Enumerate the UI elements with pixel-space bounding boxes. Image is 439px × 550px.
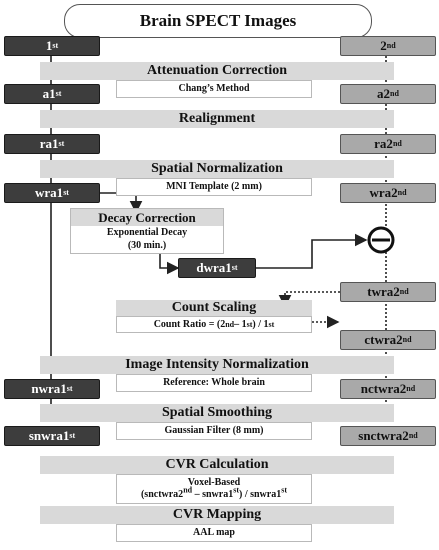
step-intensity-normalization: Image Intensity Normalization (40, 356, 394, 374)
step-decay-correction: Decay Correction Exponential Decay (30 m… (70, 208, 224, 254)
page-title: Brain SPECT Images (139, 11, 297, 30)
step-realignment: Realignment (40, 110, 394, 128)
intensity-normalization-detail: Reference: Whole brain (116, 374, 312, 392)
decay-detail-2: (30 min.) (127, 240, 167, 251)
spatial-normalization-detail: MNI Template (2 mm) (116, 178, 312, 196)
step-cvr-mapping: CVR Mapping (40, 506, 394, 524)
step-spatial-smoothing: Spatial Smoothing (40, 404, 394, 422)
smoothing-detail: Gaussian Filter (8 mm) (116, 422, 312, 440)
cvr-calculation-detail: Voxel-Based (snctwra2nd – snwra1st) / sn… (116, 474, 312, 504)
minus-circle-icon (367, 226, 395, 254)
decay-detail-1: Exponential Decay (106, 227, 188, 238)
step-attenuation-correction: Attenuation Correction (40, 62, 394, 80)
step-spatial-normalization: Spatial Normalization (40, 160, 394, 178)
title-box: Brain SPECT Images (64, 4, 372, 38)
decay-to-dwra (159, 250, 180, 275)
step-count-scaling: Count Scaling (116, 300, 312, 316)
step-cvr-calculation: CVR Calculation (40, 456, 394, 474)
decay-label: Decay Correction (71, 209, 223, 226)
cvr-mapping-detail: AAL map (116, 524, 312, 542)
attenuation-detail: Chang’s Method (116, 80, 312, 98)
dwra-to-minus (256, 233, 368, 269)
